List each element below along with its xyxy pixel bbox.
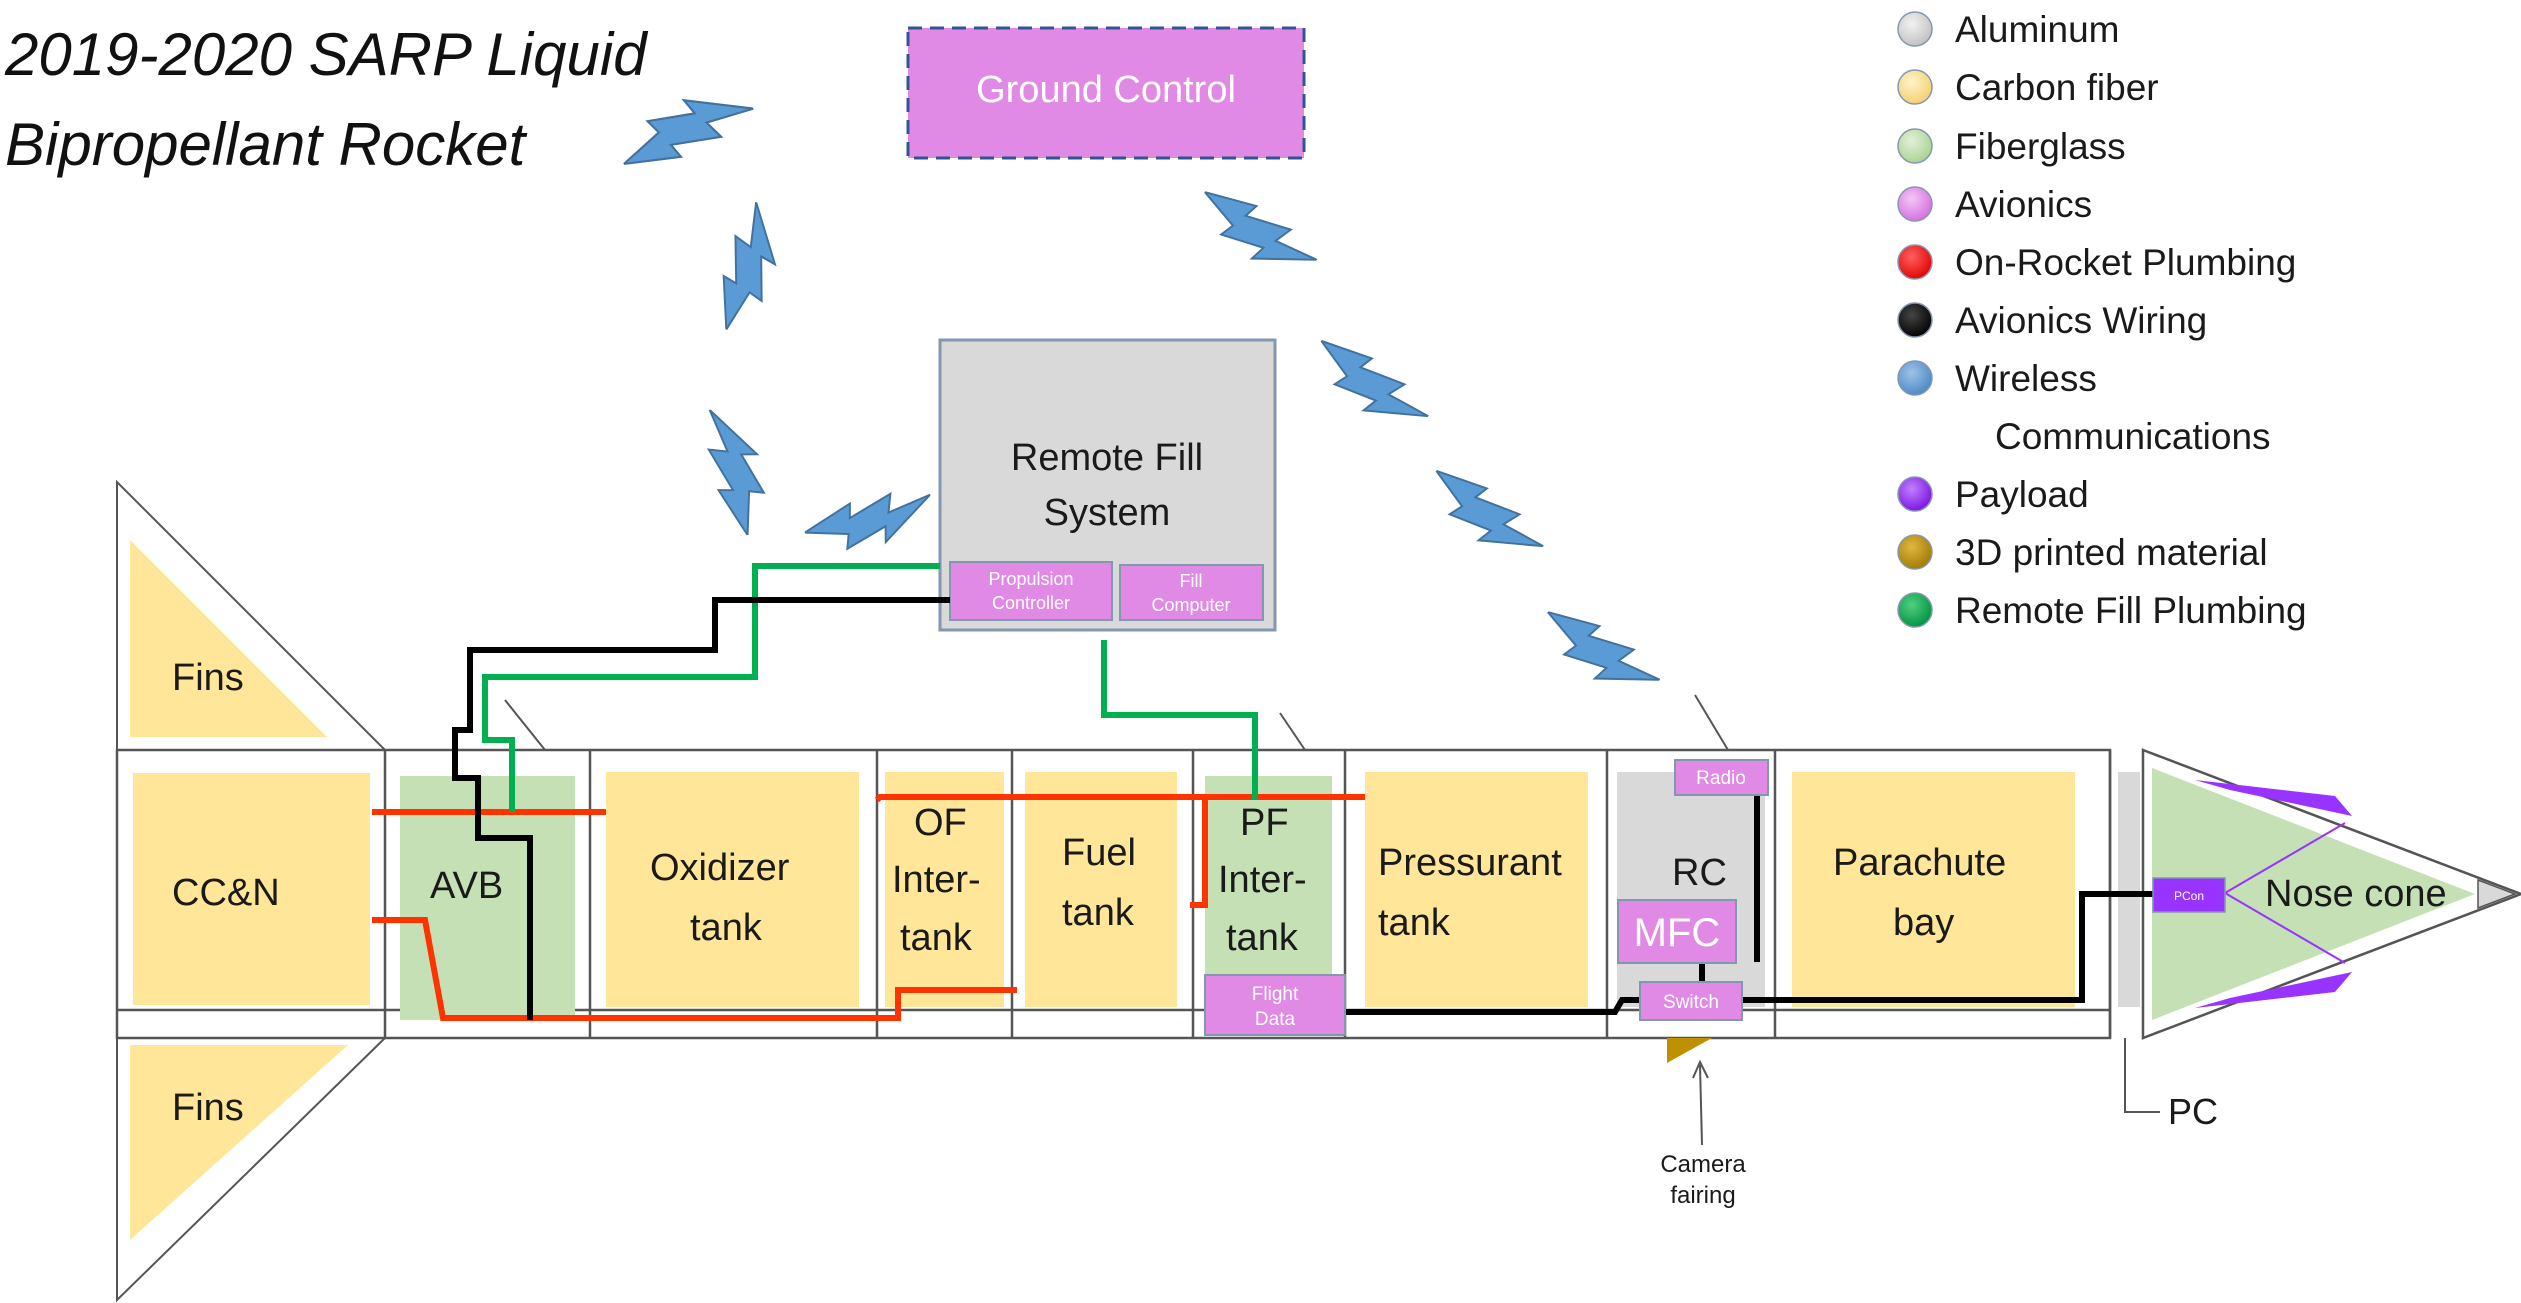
oxidizer-panel: [606, 772, 859, 1007]
legend-label-remote-fill-plumbing: Remote Fill Plumbing: [1955, 590, 2307, 631]
pcon-box: [2152, 877, 2226, 913]
legend-swatch-payload: [1897, 476, 1933, 512]
legend-swatch-wireless: [1897, 360, 1933, 396]
fins-bottom-panel: [130, 1045, 348, 1240]
remote-fill-label-1: Remote Fill: [1011, 437, 1203, 479]
title-line-1: 2019-2020 SARP Liquid: [4, 21, 648, 88]
parachute-label-2: bay: [1893, 902, 1954, 944]
legend-label-avionics: Avionics: [1955, 184, 2092, 225]
rc-panel: [1617, 772, 1765, 1007]
legend-swatch-remote-fill-plumbing: [1897, 592, 1933, 628]
pressurant-panel: [1365, 772, 1588, 1007]
legend-swatch-avionics-wiring: [1897, 302, 1933, 338]
legend-swatch-on-rocket-plumbing: [1897, 244, 1933, 280]
legend-swatch-fiberglass: [1897, 128, 1933, 164]
legend-label-wireless: Wireless: [1955, 358, 2097, 399]
radio-box: [1674, 759, 1769, 796]
legend-swatch-carbon-fiber: [1897, 69, 1933, 105]
switch-box: [1639, 981, 1743, 1021]
switch-label: Switch: [1663, 992, 1719, 1013]
pc-panel: [2118, 772, 2140, 1007]
propulsion-controller-label-2: Controller: [992, 593, 1070, 613]
legend-label-3d-printed: 3D printed material: [1955, 532, 2268, 573]
wireless-link-left: [610, 71, 938, 557]
of-intertank-label-1: OF: [914, 802, 967, 844]
pf-intertank-label-3: tank: [1226, 917, 1299, 959]
on-rocket-plumbing: [372, 794, 1365, 1021]
avb-label: AVB: [430, 865, 503, 907]
pf-intertank-label-1: PF: [1240, 802, 1289, 844]
camera-label-1: Camera: [1660, 1151, 1746, 1178]
propulsion-controller-box: [949, 561, 1113, 621]
pressurant-label-2: tank: [1378, 902, 1451, 944]
of-intertank-label-3: tank: [900, 917, 973, 959]
ccn-panel: [133, 773, 370, 1005]
legend-label-aluminum: Aluminum: [1955, 9, 2120, 50]
fins-bottom-label: Fins: [172, 1087, 244, 1129]
legend-label-payload: Payload: [1955, 474, 2089, 515]
flight-data-label-2: Data: [1255, 1009, 1296, 1030]
payload-top: [2195, 780, 2352, 816]
legend-label-on-rocket-plumbing: On-Rocket Plumbing: [1955, 242, 2296, 283]
legend-label-carbon-fiber: Carbon fiber: [1955, 67, 2159, 108]
fuel-label-2: tank: [1062, 892, 1135, 934]
legend-swatch-3d-printed: [1897, 534, 1933, 570]
fill-computer-label-2: Computer: [1151, 595, 1230, 615]
mfc-box: [1617, 899, 1737, 964]
camera-fairing-shape: [1667, 1038, 1712, 1063]
legend-swatch-avionics: [1897, 186, 1933, 222]
of-intertank-panel: [885, 772, 1004, 1007]
parachute-panel: [1792, 772, 2075, 1007]
legend-label-avionics-wiring: Avionics Wiring: [1955, 300, 2207, 341]
ground-control-box: [906, 26, 1306, 160]
oxidizer-label-2: tank: [690, 907, 763, 949]
ccn-label: CC&N: [172, 872, 280, 914]
radio-label: Radio: [1696, 768, 1746, 789]
rc-label: RC: [1672, 852, 1727, 894]
remote-fill-label-2: System: [1044, 492, 1171, 534]
pf-intertank-label-2: Inter-: [1218, 859, 1307, 901]
nose-cone-panel: [2152, 768, 2475, 1020]
fill-computer-box: [1119, 564, 1264, 621]
remote-fill-plumbing: [482, 563, 1258, 812]
leader-lines: [504, 694, 2160, 1146]
camera-label-2: fairing: [1670, 1182, 1735, 1209]
pressurant-label-1: Pressurant: [1378, 842, 1562, 884]
nose-tip: [2477, 878, 2518, 910]
parachute-label-1: Parachute: [1833, 842, 2006, 884]
pc-label: PC: [2168, 1091, 2218, 1132]
oxidizer-label-1: Oxidizer: [650, 847, 790, 889]
payload-bottom: [2195, 972, 2352, 1008]
fill-computer-label-1: Fill: [1180, 571, 1203, 591]
title-line-2: Bipropellant Rocket: [5, 111, 528, 178]
fins-top-panel: [130, 540, 327, 737]
ground-control-label: Ground Control: [976, 69, 1236, 111]
legend: Aluminum Carbon fiber Fiberglass Avionic…: [1897, 9, 2307, 631]
propulsion-controller-label-1: Propulsion: [988, 569, 1073, 589]
mfc-label: MFC: [1634, 911, 1721, 955]
legend-label-communications: Communications: [1995, 416, 2271, 457]
legend-label-fiberglass: Fiberglass: [1955, 126, 2126, 167]
pcon-label: PCon: [2174, 889, 2204, 903]
fuel-panel: [1025, 772, 1177, 1007]
of-intertank-label-2: Inter-: [892, 859, 981, 901]
nose-cone-label: Nose cone: [2265, 873, 2447, 915]
avb-panel: [400, 776, 575, 1020]
flight-data-label-1: Flight: [1252, 984, 1299, 1005]
payload-wiring: [2224, 822, 2346, 964]
flight-data-box: [1204, 974, 1346, 1036]
fins-top-label: Fins: [172, 657, 244, 699]
legend-swatch-aluminum: [1897, 11, 1933, 47]
fuel-label-1: Fuel: [1062, 832, 1136, 874]
